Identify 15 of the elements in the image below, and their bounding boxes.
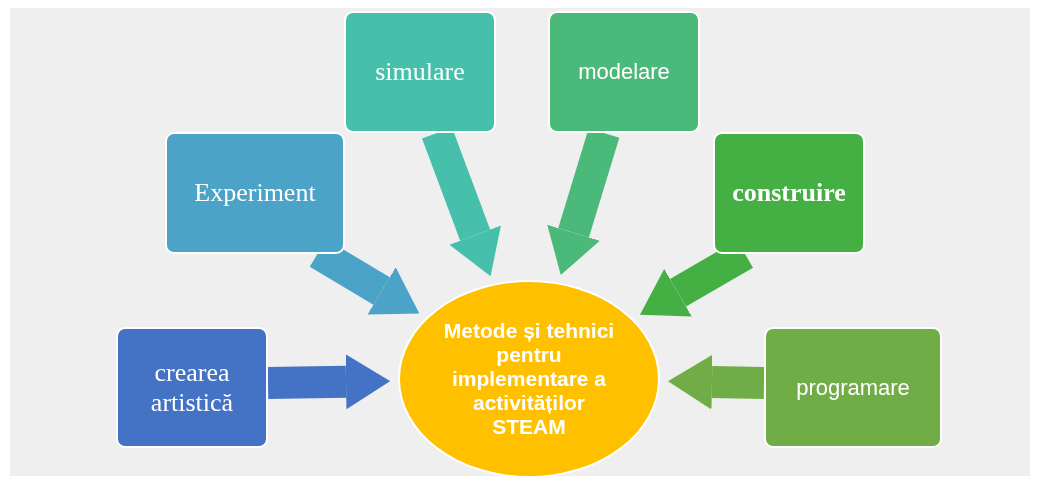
method-box (548, 11, 700, 133)
node-label: construire (732, 178, 846, 208)
node-label: modelare (578, 59, 670, 85)
method-box (344, 11, 496, 133)
method-box (713, 132, 865, 254)
arrow (267, 354, 391, 410)
method-box (764, 327, 942, 448)
node-label: Metode și tehnici pentru implementare a activităților STEAM (442, 318, 616, 440)
node-label: programare (796, 374, 910, 401)
method-box (165, 132, 345, 254)
node-label: crearea artistică (149, 357, 235, 418)
node-label: Experiment (194, 178, 316, 208)
node-label: simulare (375, 57, 465, 87)
arrow (667, 354, 765, 410)
method-box (116, 327, 268, 448)
